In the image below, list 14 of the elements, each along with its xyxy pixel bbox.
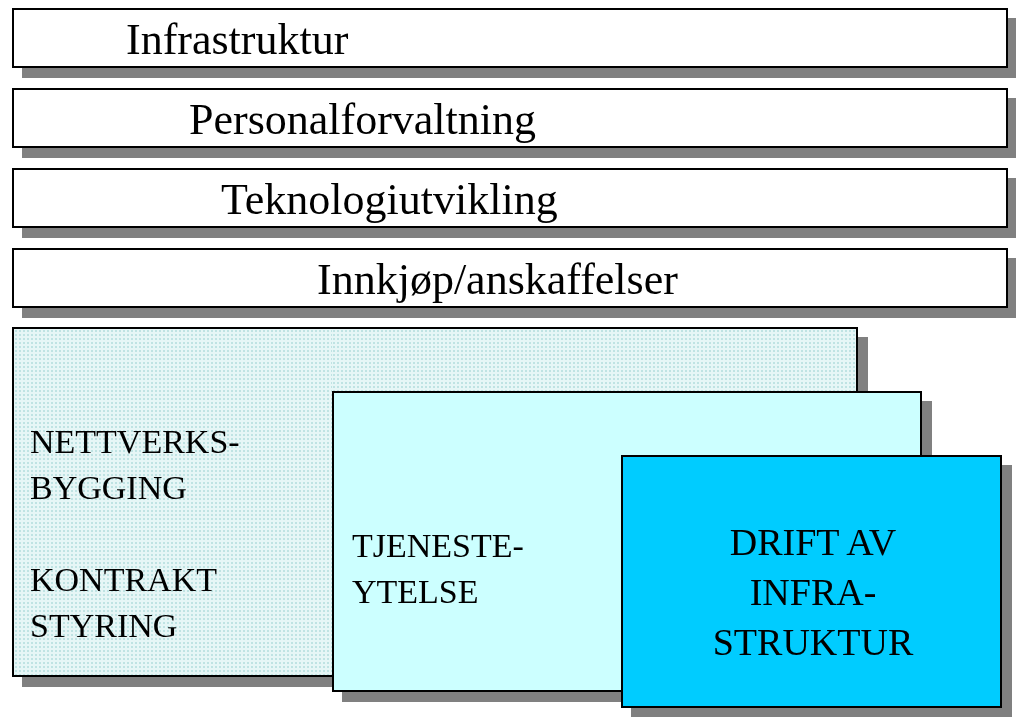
- activity-box: [12, 327, 332, 677]
- box-label: Infrastruktur: [126, 14, 350, 66]
- activity-box: [621, 455, 1002, 708]
- activity-band: [12, 8, 1008, 68]
- box-label: Teknologiutvikling: [221, 174, 559, 226]
- box-label: DRIFT AV INFRA- STRUKTUR: [711, 520, 915, 665]
- box-label: Innkjøp/anskaffelser: [317, 254, 679, 306]
- activity-band: [12, 88, 1008, 148]
- box-label: Personalforvaltning: [189, 94, 538, 146]
- activity-band: [12, 248, 1008, 308]
- box-label: NETTVERKS- BYGGING: [30, 422, 241, 508]
- box-label: KONTRAKT STYRING: [30, 560, 218, 646]
- activity-band: [12, 168, 1008, 228]
- box-label: TJENESTE- YTELSE: [352, 526, 525, 612]
